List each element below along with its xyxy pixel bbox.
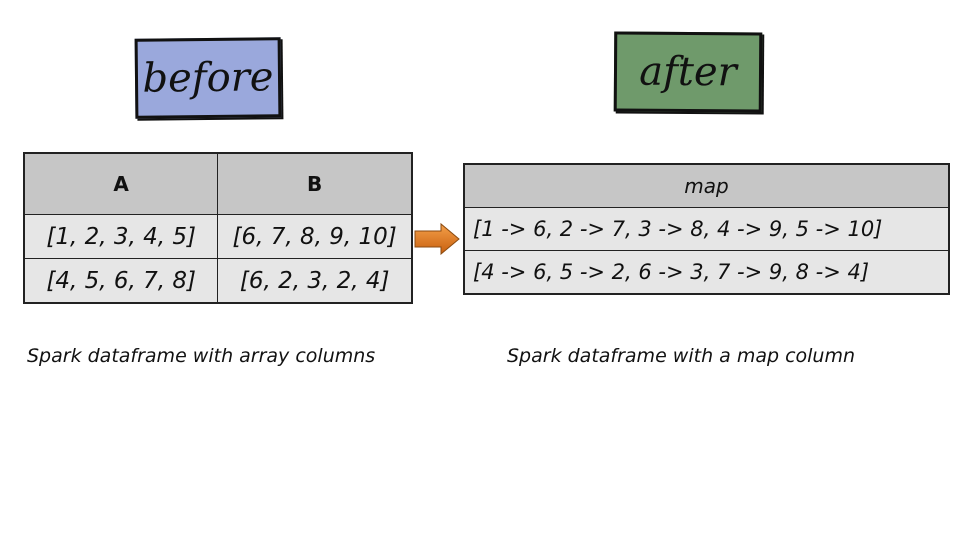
before-caption: Spark dataframe with array columns (27, 345, 376, 367)
column-header-map: map (463, 163, 950, 208)
before-label: before (134, 37, 282, 119)
table-row: [4 -> 6, 5 -> 2, 6 -> 3, 7 -> 9, 8 -> 4] (463, 250, 950, 295)
table-cell: [1, 2, 3, 4, 5] (23, 214, 219, 259)
table-cell: [4 -> 6, 5 -> 2, 6 -> 3, 7 -> 9, 8 -> 4] (463, 250, 950, 295)
before-table: A B [1, 2, 3, 4, 5] [6, 7, 8, 9, 10] [4,… (23, 152, 413, 304)
table-cell: [4, 5, 6, 7, 8] (23, 258, 219, 304)
table-row: [1, 2, 3, 4, 5] [6, 7, 8, 9, 10] (23, 214, 413, 259)
table-row: [4, 5, 6, 7, 8] [6, 2, 3, 2, 4] (23, 258, 413, 304)
table-header-row: A B (23, 152, 413, 215)
after-label: after (613, 31, 763, 113)
right-arrow-icon (414, 222, 460, 256)
column-header-b: B (217, 152, 413, 215)
table-cell: [1 -> 6, 2 -> 7, 3 -> 8, 4 -> 9, 5 -> 10… (463, 207, 950, 251)
table-row: [1 -> 6, 2 -> 7, 3 -> 8, 4 -> 9, 5 -> 10… (463, 207, 950, 251)
before-label-text: before (142, 54, 274, 102)
table-cell: [6, 2, 3, 2, 4] (217, 258, 413, 304)
table-cell: [6, 7, 8, 9, 10] (217, 214, 413, 259)
table-header-row: map (463, 163, 950, 208)
after-label-text: after (639, 48, 737, 96)
after-table: map [1 -> 6, 2 -> 7, 3 -> 8, 4 -> 9, 5 -… (463, 163, 950, 295)
after-caption: Spark dataframe with a map column (507, 345, 856, 367)
column-header-a: A (23, 152, 219, 215)
